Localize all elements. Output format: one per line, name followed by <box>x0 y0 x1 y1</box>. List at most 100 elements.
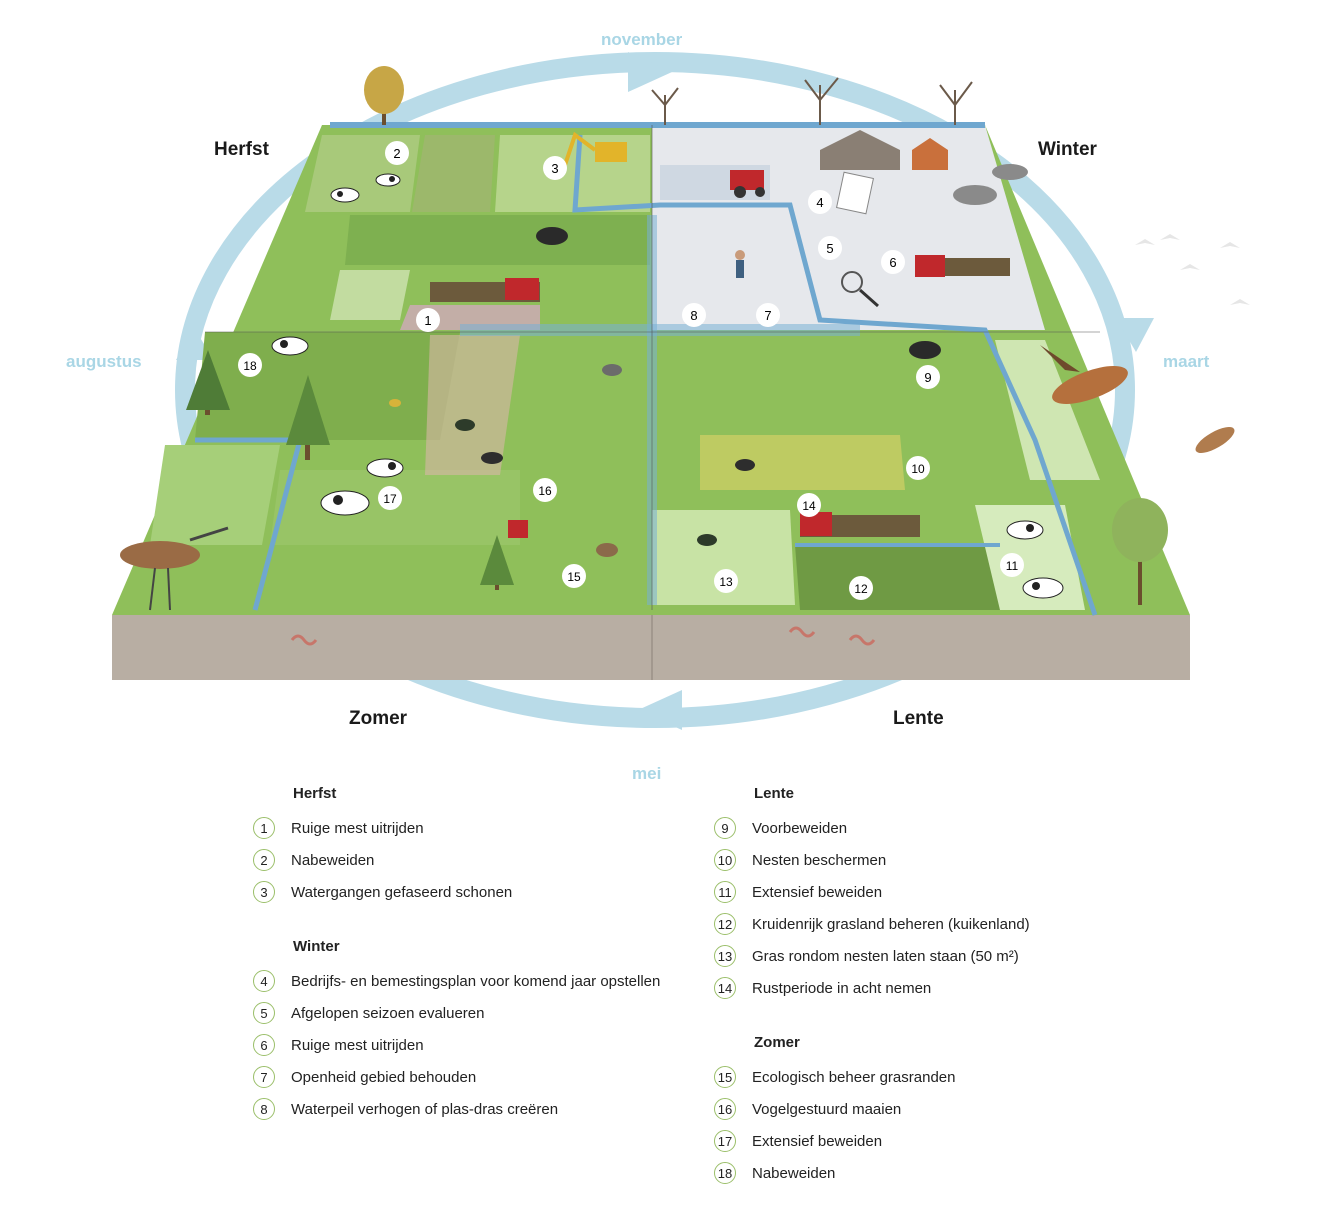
lente-field <box>795 545 1005 610</box>
flock-icon <box>1135 234 1250 305</box>
season-label-lente: Lente <box>893 708 944 729</box>
marker-9: 9 <box>916 365 940 389</box>
marker-15: 15 <box>562 564 586 588</box>
legend-label: Kruidenrijk grasland beheren (kuikenland… <box>752 915 1030 933</box>
legend-number: 7 <box>253 1066 275 1088</box>
svg-text:18: 18 <box>243 359 257 373</box>
marker-12: 12 <box>849 576 873 600</box>
svg-text:17: 17 <box>383 492 397 506</box>
svg-text:12: 12 <box>854 582 868 596</box>
herfst-field <box>345 215 650 265</box>
svg-text:14: 14 <box>802 499 816 513</box>
legend-label: Voorbeweiden <box>752 819 848 837</box>
flower-strip <box>425 335 520 475</box>
excavator-icon <box>563 131 627 166</box>
magnifier-icon <box>841 271 879 308</box>
flying-godwit-icon <box>1195 427 1235 454</box>
cow-icon <box>271 336 309 356</box>
goose-icon <box>953 185 997 205</box>
tree-icon <box>286 375 330 460</box>
legend-number: 12 <box>714 913 736 935</box>
legend-label: Watergangen gefaseerd schonen <box>291 883 513 901</box>
legend-label: Vogelgestuurd maaien <box>752 1100 902 1118</box>
season-label-winter: Winter <box>1038 139 1097 160</box>
legend-number: 11 <box>714 881 736 903</box>
farm-barn-icon <box>820 130 948 170</box>
cycle-arrow-top <box>628 52 672 92</box>
svg-text:9: 9 <box>924 370 931 385</box>
cow-icon <box>1022 577 1064 599</box>
legend-label: Nesten beschermen <box>752 851 887 869</box>
svg-text:3: 3 <box>551 161 558 176</box>
legend-number: 5 <box>253 1002 275 1024</box>
legend-number: 8 <box>253 1098 275 1120</box>
marker-4: 4 <box>808 190 832 214</box>
marker-8: 8 <box>682 303 706 327</box>
marker-1: 1 <box>416 308 440 332</box>
svg-text:10: 10 <box>911 462 925 476</box>
legend-label: Bedrijfs- en bemestingsplan voor komend … <box>291 972 661 990</box>
legend-item: 10 Nesten beschermen <box>714 844 1030 876</box>
svg-text:15: 15 <box>567 570 581 584</box>
svg-text:11: 11 <box>1006 559 1019 573</box>
cow-icon <box>320 490 370 516</box>
meadow-bird-icon <box>481 452 503 464</box>
svg-text:5: 5 <box>826 241 833 256</box>
soil-layer <box>112 615 1190 680</box>
legend-label: Nabeweiden <box>291 851 375 869</box>
legend-number: 10 <box>714 849 736 871</box>
marker-18: 18 <box>238 353 262 377</box>
cow-icon <box>1006 520 1044 540</box>
season-cycle-ring <box>175 52 1135 728</box>
cycle-arrow-right <box>1116 318 1154 352</box>
legend-item: 12 Kruidenrijk grasland beheren (kuikenla… <box>714 908 1030 940</box>
legend-label: Ruige mest uitrijden <box>291 819 424 837</box>
svg-text:6: 6 <box>889 255 896 270</box>
marker-2: 2 <box>385 141 409 165</box>
marker-17: 17 <box>378 486 402 510</box>
legend-label: Rustperiode in acht nemen <box>752 979 932 997</box>
herfst-field <box>412 135 495 212</box>
marker-10: 10 <box>906 456 930 480</box>
svg-text:2: 2 <box>393 146 400 161</box>
svg-text:16: 16 <box>538 484 552 498</box>
legend-number: 18 <box>714 1162 736 1184</box>
legend-number: 6 <box>253 1034 275 1056</box>
marker-16: 16 <box>533 478 557 502</box>
bare-tree-icon <box>804 77 839 125</box>
zomer-field <box>150 445 280 545</box>
meadow-bird-icon <box>735 459 755 471</box>
meadow-bird-icon <box>455 419 475 431</box>
marker-7: 7 <box>756 303 780 327</box>
legend-title-herfst: Herfst <box>293 785 337 802</box>
mower-icon <box>508 520 528 538</box>
season-label-zomer: Zomer <box>349 708 408 729</box>
tractor-icon <box>430 278 540 302</box>
goose-icon <box>992 164 1028 180</box>
month-label-maart: maart <box>1163 352 1210 371</box>
tractor-icon <box>730 170 765 198</box>
svg-text:7: 7 <box>764 308 771 323</box>
month-label-november: november <box>601 30 683 49</box>
farmer-icon <box>735 250 745 278</box>
cow-icon <box>536 227 568 245</box>
legend-label: Openheid gebied behouden <box>291 1068 477 1086</box>
marker-3: 3 <box>543 156 567 180</box>
herfst-field <box>330 270 410 320</box>
flying-godwit-icon <box>1040 345 1128 404</box>
meadow-bird-icon <box>602 364 622 376</box>
cow-icon <box>330 187 360 203</box>
